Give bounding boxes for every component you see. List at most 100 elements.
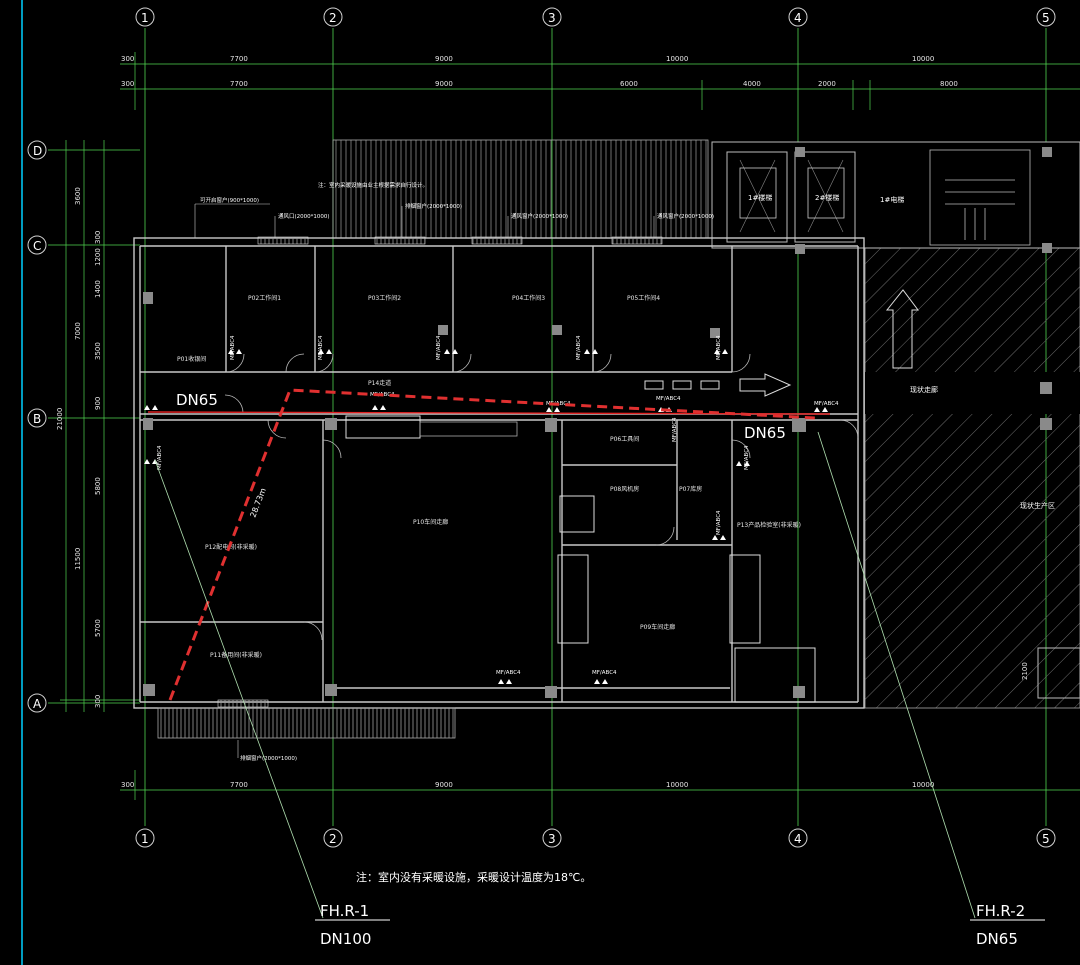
elevator-cross-lines [739,159,844,233]
svg-text:900: 900 [94,397,102,410]
svg-text:8000: 8000 [940,80,958,88]
room-labels: P01收银间 P02工作间1 P03工作间2 P04工作间3 P05工作间4 P… [177,294,801,659]
dn65-left-label: DN65 [176,391,218,409]
svg-text:MF/ABC4: MF/ABC4 [436,335,442,360]
svg-text:5: 5 [1042,832,1050,846]
svg-text:300: 300 [121,80,134,88]
corridor-duct [419,421,518,437]
svg-text:P07库房: P07库房 [679,485,702,493]
svg-text:MF/ABC4: MF/ABC4 [230,335,236,360]
svg-text:P05工作间4: P05工作间4 [627,294,660,302]
svg-text:300: 300 [121,781,134,789]
riser-1-leader [154,459,324,919]
right-small-dim: 2100 [1021,662,1029,680]
svg-text:排烟窗户(2000*1000): 排烟窗户(2000*1000) [240,754,297,762]
svg-text:7700: 7700 [230,55,248,63]
riser-2-name: FH.R-2 [976,902,1025,920]
riser-1-name: FH.R-1 [320,902,369,920]
lower-right-panel [734,647,816,703]
svg-text:1400: 1400 [94,280,102,298]
svg-text:300: 300 [94,231,102,244]
svg-text:P12配电间(非采暖): P12配电间(非采暖) [205,543,257,551]
stair-elevator-block [711,141,1080,249]
svg-text:P04工作间3: P04工作间3 [512,294,545,302]
svg-text:排烟窗户(2000*1000): 排烟窗户(2000*1000) [405,202,462,210]
corridor-label: 现状走廊 [910,385,938,394]
elevator-car-1 [739,167,777,219]
svg-text:A: A [33,697,42,711]
svg-text:10000: 10000 [666,781,688,789]
svg-text:3600: 3600 [74,187,82,205]
svg-text:MF/ABC4: MF/ABC4 [716,510,722,535]
top-dimension-text: 300 7700 9000 10000 10000 300 7700 9000 … [121,55,958,789]
elevator-car-2 [807,167,845,219]
svg-text:通风口(2000*1000): 通风口(2000*1000) [278,212,330,220]
svg-text:P06工具间: P06工具间 [610,435,639,443]
svg-text:300: 300 [94,695,102,708]
svg-text:11500: 11500 [74,548,82,570]
riser-2-leader [817,431,976,919]
svg-text:D: D [33,144,42,158]
left-dimension-text: 3600 7000 21000 11500 300 1200 1400 3500… [56,187,102,708]
window-annotations: 可开启窗户(900*1000) 通风口(2000*1000) 排烟窗户(2000… [194,181,714,762]
svg-text:5700: 5700 [94,619,102,637]
svg-text:MF/ABC4: MF/ABC4 [318,335,324,360]
svg-text:4: 4 [794,832,802,846]
elevator-label: 1#电梯 [880,195,904,204]
svg-text:2: 2 [329,832,337,846]
extinguisher-symbols [144,349,828,684]
dn65-right-label: DN65 [744,424,786,442]
svg-text:P03工作间2: P03工作间2 [368,294,401,302]
svg-text:300: 300 [121,55,134,63]
svg-text:2000: 2000 [818,80,836,88]
svg-text:P11备用间(非采暖): P11备用间(非采暖) [210,651,262,659]
svg-text:通风窗户(2000*1000): 通风窗户(2000*1000) [511,212,568,220]
svg-text:10000: 10000 [666,55,688,63]
svg-text:1200: 1200 [94,248,102,266]
svg-text:P13产品检验室(非采暖): P13产品检验室(非采暖) [737,521,801,529]
svg-text:9000: 9000 [435,55,453,63]
svg-text:1: 1 [141,11,149,25]
riser-1-size: DN100 [320,930,371,948]
design-note: 注：室内没有采暖设施，采暖设计温度为18℃。 [356,870,591,884]
stairwell-outline [929,149,1031,246]
svg-text:1: 1 [141,832,149,846]
svg-text:P08风机房: P08风机房 [610,485,639,493]
svg-text:10000: 10000 [912,55,934,63]
svg-text:9000: 9000 [435,781,453,789]
right-small-room [1037,647,1080,699]
left-dimension-lines [60,140,140,712]
structural-columns [143,147,1052,698]
top-dimension-lines [120,52,1080,800]
svg-text:注：室内采暖设施由业主根据需求自行设计。: 注：室内采暖设施由业主根据需求自行设计。 [318,181,428,189]
hydrant-cabinet-right [729,554,761,644]
svg-text:7000: 7000 [74,322,82,340]
svg-text:P10车间走廊: P10车间走廊 [413,518,448,526]
axis-labels: 1 2 3 4 5 1 2 3 4 5 D C B A [33,11,1050,846]
corridor-arrows [644,289,919,397]
door-swings [224,353,859,641]
bottom-balcony-hatch [157,707,456,739]
building-walls [133,237,865,709]
top-windows [217,236,663,708]
svg-text:21000: 21000 [56,408,64,430]
existing-production-area [864,247,1080,709]
top-balcony-hatch [332,139,709,239]
svg-text:4000: 4000 [743,80,761,88]
elevator-shaft-2 [794,151,856,243]
column-axis-bubbles [27,7,1056,848]
svg-text:P01收银间: P01收银间 [177,355,206,363]
svg-text:MF/ABC4: MF/ABC4 [744,445,750,470]
svg-text:B: B [33,412,41,426]
svg-text:3500: 3500 [94,342,102,360]
svg-text:通风窗户(2000*1000): 通风窗户(2000*1000) [657,212,714,220]
svg-text:5800: 5800 [94,477,102,495]
svg-text:MF/ABC4: MF/ABC4 [716,335,722,360]
stair-1-label: 1#楼梯 [748,193,772,202]
elevator-shaft-1 [726,151,788,243]
svg-text:MF/ABC4: MF/ABC4 [576,335,582,360]
svg-text:MF/ABC4: MF/ABC4 [496,670,521,676]
svg-text:P09车间走廊: P09车间走廊 [640,623,675,631]
svg-text:5: 5 [1042,11,1050,25]
